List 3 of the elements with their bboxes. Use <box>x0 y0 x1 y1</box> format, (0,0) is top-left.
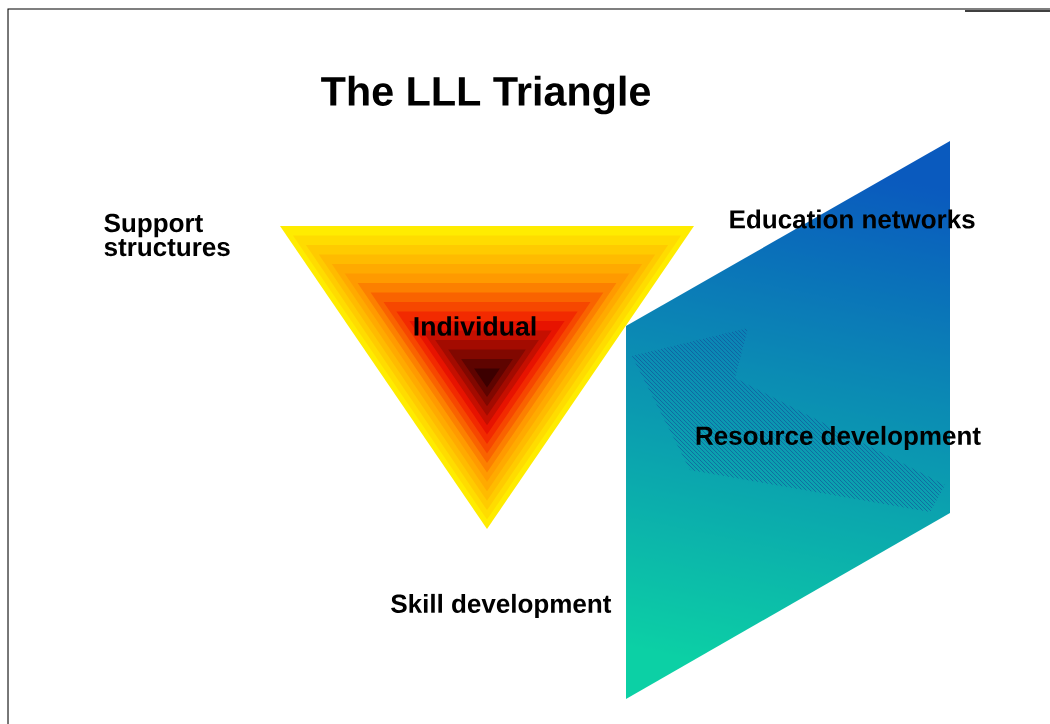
corner-label: Support structures <box>104 213 230 257</box>
title: The LLL Triangle <box>321 75 650 115</box>
corner-label: Skill development <box>391 593 612 619</box>
